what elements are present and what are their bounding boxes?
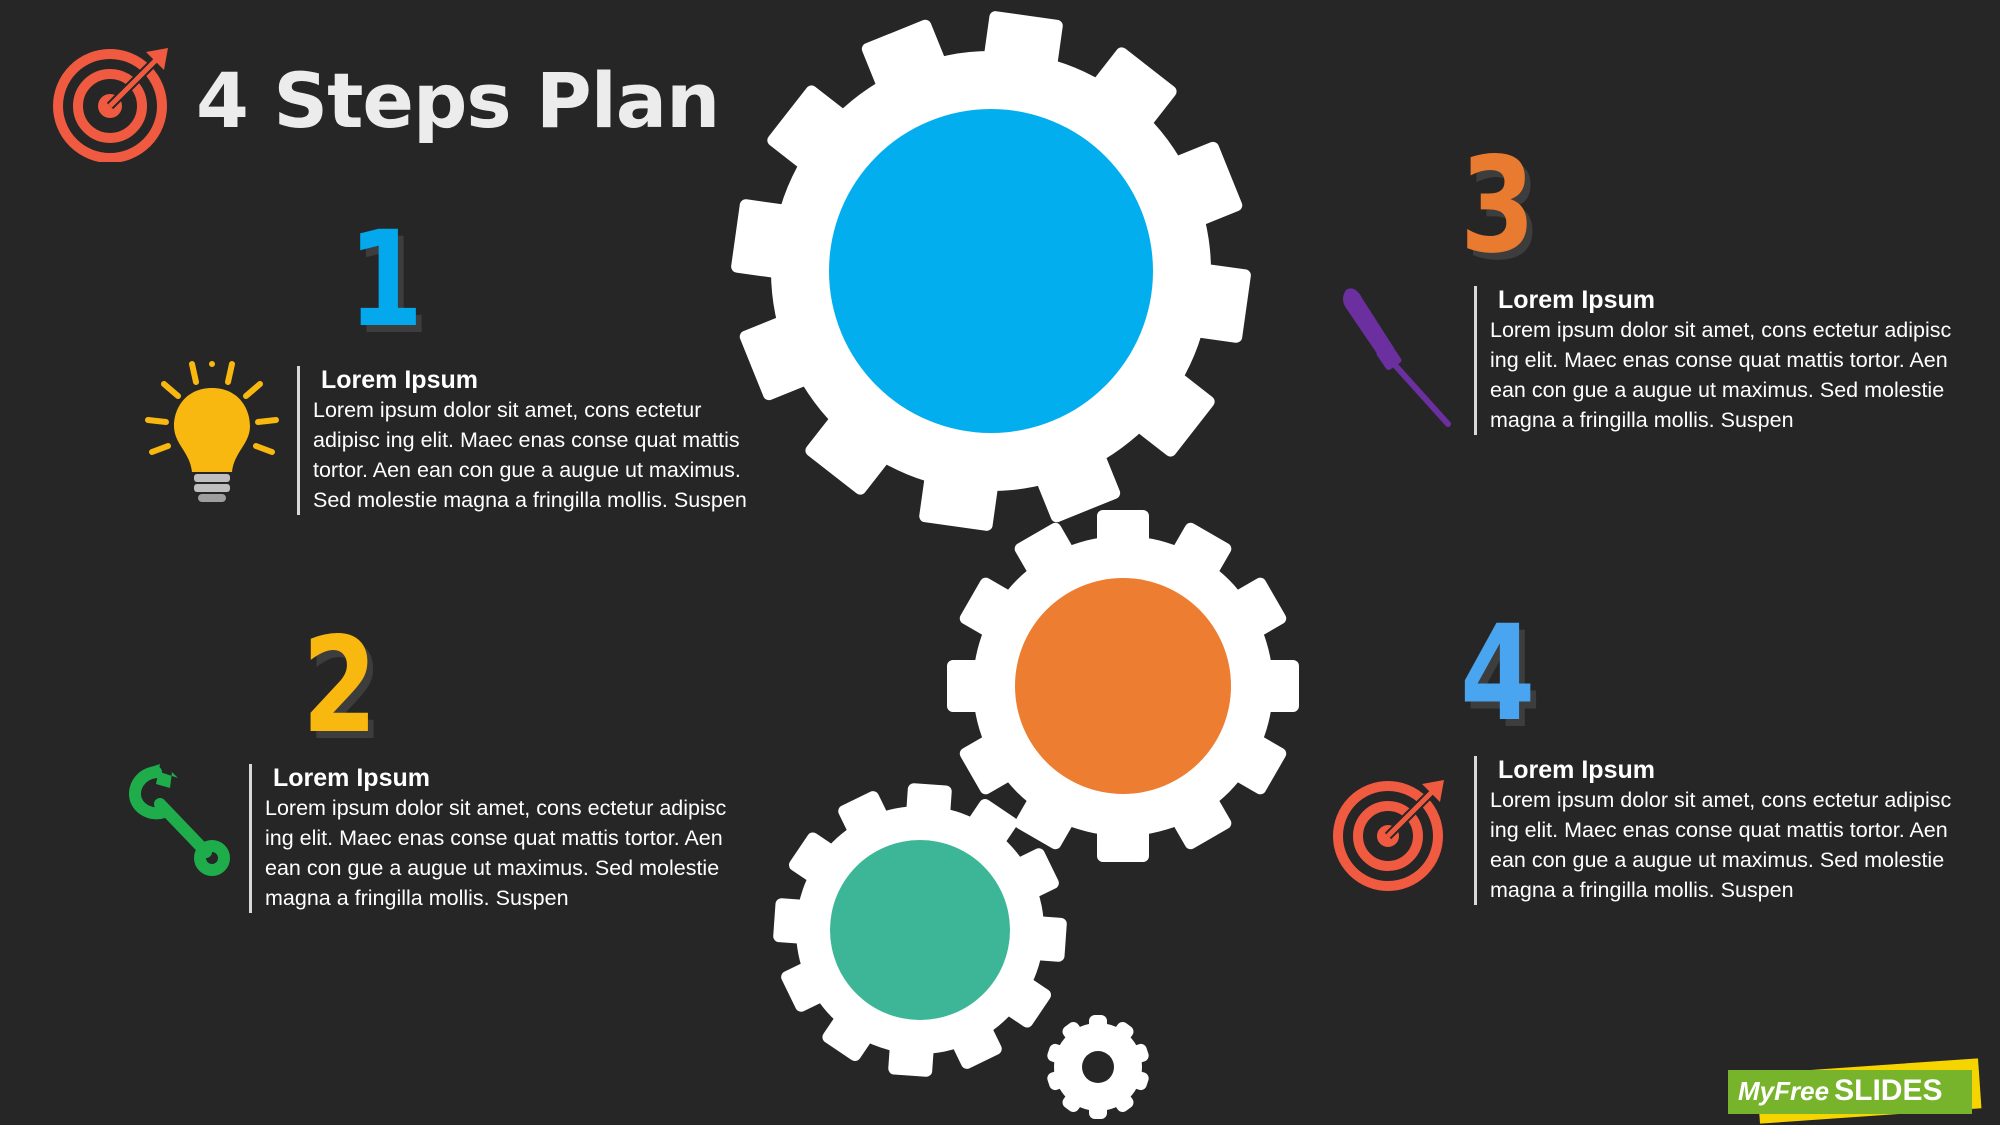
screwdriver-icon <box>1343 288 1451 427</box>
target-icon <box>1333 780 1444 891</box>
target-icon <box>53 48 168 162</box>
logo-text-myfree: MyFree <box>1738 1076 1830 1106</box>
tiny-gear <box>1047 1015 1149 1119</box>
logo: MyFree SLIDES <box>1728 1058 1986 1124</box>
step-4-body: Lorem ipsum dolor sit amet, cons ectetur… <box>1490 787 1952 902</box>
lightbulb-icon <box>145 361 279 502</box>
small-gear-teal <box>773 783 1067 1077</box>
page-title: 4 Steps Plan <box>196 56 720 145</box>
logo-text-slides: SLIDES <box>1834 1074 1943 1107</box>
step-3-text-block: Lorem Ipsum Lorem ipsum dolor sit amet, … <box>1474 286 1960 435</box>
step-2-heading: Lorem Ipsum <box>273 764 430 792</box>
logo-text-container: MyFree SLIDES <box>1738 1074 1943 1108</box>
step-1-body: Lorem ipsum dolor sit amet, cons ectetur… <box>313 397 747 512</box>
medium-gear-orange <box>947 510 1299 862</box>
step-2-text-block: Lorem Ipsum Lorem ipsum dolor sit amet, … <box>249 764 740 913</box>
step-2-body: Lorem ipsum dolor sit amet, cons ectetur… <box>265 795 727 910</box>
large-gear-blue <box>731 11 1251 531</box>
gear-center-teal <box>830 840 1010 1020</box>
gear-center-blue <box>829 109 1153 433</box>
logo-banner <box>1728 1070 1972 1114</box>
step-4-heading: Lorem Ipsum <box>1498 756 1655 784</box>
step-3-heading: Lorem Ipsum <box>1498 286 1655 314</box>
step-1-heading: Lorem Ipsum <box>321 366 478 394</box>
step-4-text-block: Lorem Ipsum Lorem ipsum dolor sit amet, … <box>1474 756 1960 905</box>
wrench-icon <box>129 764 230 876</box>
step-4-number: 4 <box>1460 597 1536 751</box>
step-2-number: 2 <box>302 609 378 763</box>
step-1-text-block: Lorem Ipsum Lorem ipsum dolor sit amet, … <box>297 366 753 515</box>
step-1-number: 1 <box>348 203 424 357</box>
step-3-body: Lorem ipsum dolor sit amet, cons ectetur… <box>1490 317 1952 432</box>
gear-center-orange <box>1015 578 1231 794</box>
step-3-number: 3 <box>1460 129 1536 283</box>
